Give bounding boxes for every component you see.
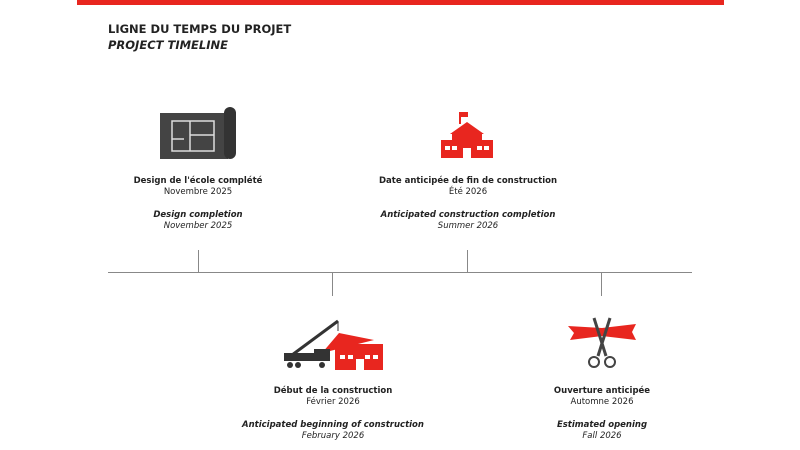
blueprint-icon — [160, 107, 236, 159]
title-fr: LIGNE DU TEMPS DU PROJET — [108, 22, 292, 36]
event-date-en: November 2025 — [163, 221, 233, 231]
event-date-en: February 2026 — [301, 431, 365, 441]
top-accent-bar — [77, 0, 724, 5]
event-title-en: Estimated opening — [556, 420, 648, 430]
event-title-fr: Ouverture anticipée — [553, 386, 651, 396]
event-date-en: Summer 2026 — [437, 221, 499, 231]
event-date-en: Fall 2026 — [582, 431, 622, 441]
timeline-axis — [108, 272, 692, 273]
tick-4 — [601, 273, 602, 296]
event-title-fr: Début de la construction — [273, 386, 393, 396]
scissors-ribbon-icon — [568, 317, 636, 368]
event-title-fr: Date anticipée de fin de construction — [379, 176, 557, 186]
title-en: PROJECT TIMELINE — [108, 38, 228, 52]
event-completion: Date anticipée de fin de construction Ét… — [368, 176, 568, 232]
event-date-fr: Février 2026 — [306, 397, 360, 407]
crane-icon — [284, 319, 383, 370]
event-construction-start: Début de la construction Février 2026 An… — [233, 386, 433, 442]
event-title-en: Design completion — [153, 210, 243, 220]
event-title-en: Anticipated beginning of construction — [242, 420, 424, 430]
event-design: Design de l'école complété Novembre 2025… — [98, 176, 298, 232]
tick-2 — [332, 273, 333, 296]
event-opening: Ouverture anticipée Automne 2026 Estimat… — [502, 386, 702, 442]
tick-1 — [198, 250, 199, 272]
school-icon — [441, 112, 493, 158]
event-title-fr: Design de l'école complété — [133, 176, 263, 186]
event-date-fr: Été 2026 — [448, 187, 488, 197]
event-date-fr: Novembre 2025 — [163, 187, 233, 197]
event-date-fr: Automne 2026 — [570, 397, 634, 407]
event-title-en: Anticipated construction completion — [380, 210, 556, 220]
tick-3 — [467, 250, 468, 272]
